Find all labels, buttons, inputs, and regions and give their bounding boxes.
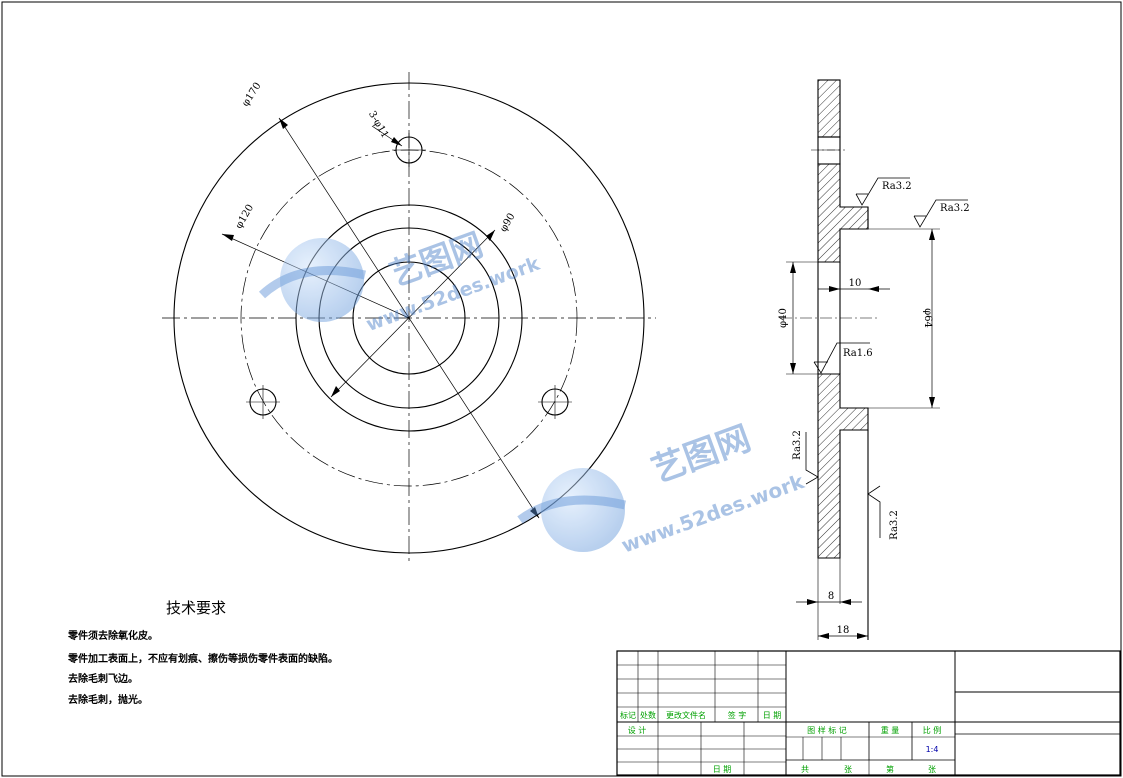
watermark-brand-2: 艺图网 [646,418,756,490]
dim-18: 18 [837,625,850,636]
tb-design: 设 计 [628,725,647,735]
tech-req-item-3: 去除毛刺飞边。 [68,672,138,685]
svg-text:Ra3.2: Ra3.2 [940,203,970,214]
watermark-url-2: www.52des.work [618,469,808,558]
tb-sheet: 张 [928,765,936,774]
roughness-5: Ra3.2 [867,485,900,540]
svg-text:Ra1.6: Ra1.6 [843,348,873,359]
watermark-1: 艺图网 www.52des.work [258,225,543,336]
tech-req-item-1: 零件须去除氧化皮。 [67,629,158,642]
tb-count: 处数 [640,710,656,720]
tb-date: 日 期 [713,765,732,774]
svg-text:Ra3.2: Ra3.2 [792,430,803,460]
section-view: φ64 φ40 10 8 18 Ra3.2 Ra3.2 [778,79,970,640]
tb-total: 共 [801,765,809,774]
tb-scale-value: 1:4 [926,745,939,754]
dim-10: 10 [849,278,862,289]
tb-weight: 重 量 [881,725,900,735]
roughness-1: Ra3.2 [855,177,912,206]
tb-stage-mark: 图 样 标 记 [807,725,847,735]
svg-text:Ra3.2: Ra3.2 [889,510,900,540]
dim-phi64: φ64 [922,308,933,328]
tb-change-doc: 更改文件名 [666,710,706,720]
tb-no: 第 [886,764,894,774]
hole-left [246,385,280,419]
tech-requirements: 技术要求 零件须去除氧化皮。 零件加工表面上，不应有划痕、擦伤等损伤零件表面的缺… [67,599,338,706]
tech-req-title: 技术要求 [166,599,226,617]
tb-sign: 签 字 [728,710,747,720]
dim-phi90: φ90 [498,211,517,234]
roughness-2: Ra3.2 [913,199,970,228]
title-block [616,650,1121,776]
svg-text:Ra3.2: Ra3.2 [882,181,912,192]
dim-phi170: φ170 [240,81,263,109]
watermark-2: 艺图网 www.52des.work [517,418,808,558]
tb-mark: 标记 [620,710,636,720]
title-block-text: 标记 处数 更改文件名 签 字 日 期 设 计 图 样 标 记 重 量 比 例 … [620,710,941,774]
tech-req-item-4: 去除毛刺，抛光。 [68,693,148,706]
dim-phi40: φ40 [778,308,789,328]
outer-circle [173,82,645,554]
tb-date-hdr: 日 期 [763,711,782,720]
tb-sheets: 张 [844,765,852,774]
hole-top [392,133,426,167]
roughness-4: Ra3.2 [792,430,819,485]
hole-right [538,385,572,419]
tech-req-item-2: 零件加工表面上，不应有划痕、擦伤等损伤零件表面的缺陷。 [67,652,338,665]
dim-holes: 3-φ11 [366,109,390,140]
tb-scale: 比 例 [923,725,942,735]
dim-phi120: φ120 [234,203,257,231]
dim-8: 8 [828,591,834,602]
roughness-3: Ra1.6 [813,342,873,374]
